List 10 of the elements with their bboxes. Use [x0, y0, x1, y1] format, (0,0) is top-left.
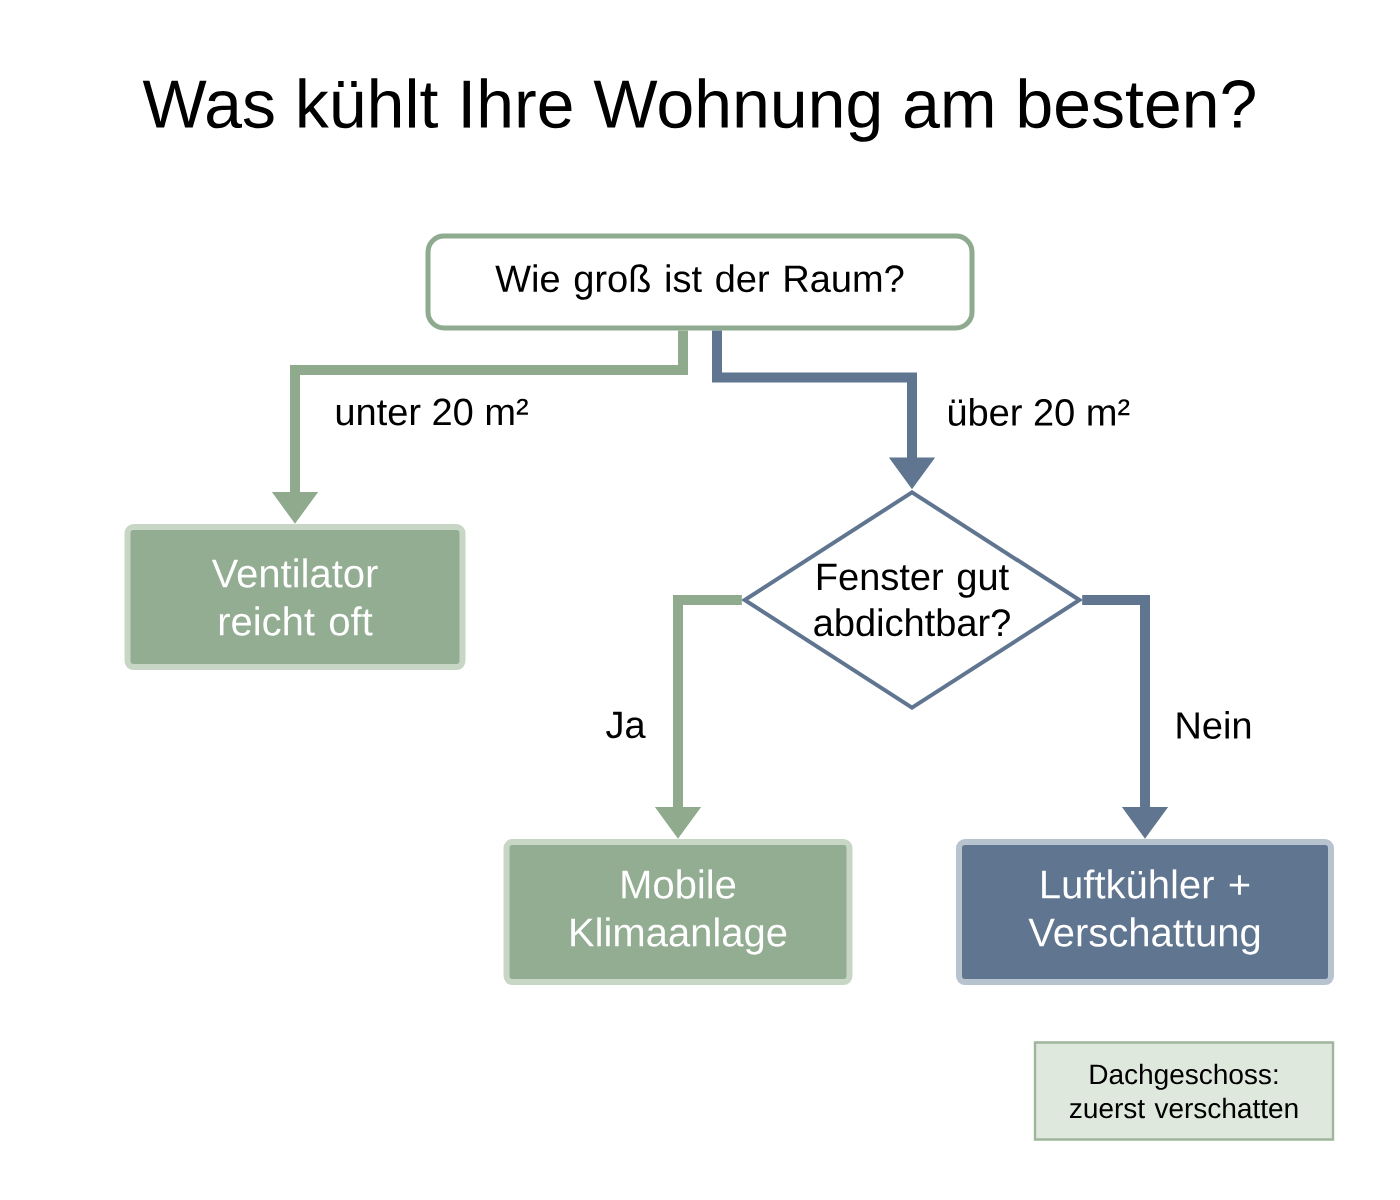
result-box: Ventilator reicht oft [124, 524, 466, 670]
result-box: Mobile Klimaanlage [503, 839, 853, 985]
note-box: Dachgeschoss: zuerst verschatten [1033, 1041, 1335, 1141]
edge-label: über 20 m² [942, 394, 1135, 430]
edge-label: Nein [1170, 707, 1257, 743]
question-box: Wie groß ist der Raum? [425, 233, 975, 331]
edge-label: Ja [601, 707, 650, 743]
result-box: Luftkühler + Verschattung [956, 839, 1334, 985]
edge-label: unter 20 m² [330, 394, 533, 430]
title: Was kühlt Ihre Wohnung am besten? [142, 78, 1255, 142]
